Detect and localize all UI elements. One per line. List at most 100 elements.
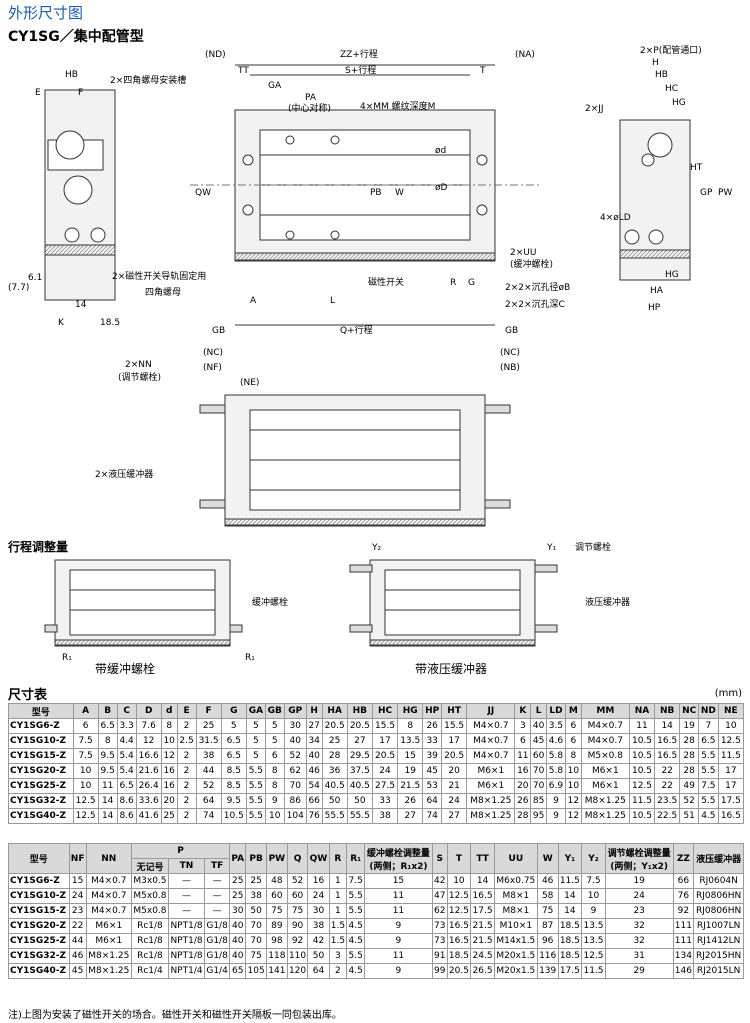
model-cell: CY1SG10-Z (8, 733, 74, 749)
table-cell: 15 (397, 748, 424, 764)
table-cell: 85 (530, 793, 547, 809)
table-header-cell: HP (422, 703, 443, 719)
table-cell: 5.5 (346, 948, 366, 964)
table-cell: 6.5 (698, 733, 719, 749)
table-cell: 51 (679, 808, 700, 824)
table-cell: 66 (672, 873, 695, 889)
table-cell: 5.8 (546, 748, 566, 764)
dim-r1-left: R₁ (62, 653, 72, 663)
table-cell: 1 (328, 903, 348, 919)
model-cell: CY1SG25-Z (8, 933, 70, 949)
table-cell: 141 (266, 963, 288, 979)
table-cell: 7.5 (72, 748, 99, 764)
table-header-cell: ND (698, 703, 719, 719)
table-cell: NPT1/4 (167, 963, 206, 979)
table-header-cell: PW (266, 843, 288, 874)
table-cell: 25 (245, 873, 267, 889)
table-cell: M4×0.7 (85, 888, 132, 904)
table-header-cell: S (431, 843, 448, 874)
table-title: 尺寸表 (8, 688, 48, 703)
table-cell: 26.5 (470, 963, 495, 979)
table-header-cell: F (195, 703, 222, 719)
table-cell: 7.5 (72, 733, 99, 749)
table-cell: 24 (441, 793, 468, 809)
table-cell: 20.5 (321, 718, 348, 734)
table-header-cell: C (116, 703, 137, 719)
table-cell: 24 (604, 888, 674, 904)
table-cell: 70 (245, 918, 267, 934)
table-cell: 40 (229, 933, 247, 949)
table-cell: 4.5 (346, 933, 366, 949)
model-title: CY1SG／集中配管型 (8, 29, 144, 45)
table-cell: 5 (245, 718, 266, 734)
table-cell: 11 (364, 948, 433, 964)
table-cell: 2 (176, 808, 197, 824)
table-header-cell: 型号 (8, 703, 74, 719)
table-cell: 10 (564, 763, 582, 779)
table-header-cell: Y₂ (581, 843, 606, 874)
table-header-cell: NF (68, 843, 87, 874)
table-cell: 98 (266, 933, 288, 949)
table-cell: 2 (176, 793, 197, 809)
adjust-note: (两侧；R₁x2) (369, 861, 428, 872)
table-cell: 1.5 (328, 933, 348, 949)
table-header-cell: A (72, 703, 99, 719)
page-title: 外形尺寸图 (8, 4, 84, 22)
model-cell: CY1SG15-Z (8, 903, 70, 919)
dim-ga: GA (268, 81, 282, 91)
dim-uu-note: (缓冲螺栓) (510, 258, 553, 270)
table-cell: 33 (371, 793, 399, 809)
table-cell: 32 (604, 918, 674, 934)
dim-ld: 4×øLD (600, 213, 631, 223)
dim-c: 2×2×沉孔深C (505, 299, 565, 310)
table-cell: 87 (536, 918, 559, 934)
table-cell: 27 (397, 808, 424, 824)
lbl-bolt: 缓冲螺栓 (252, 596, 288, 608)
table-cell: 19 (604, 873, 674, 889)
table-cell: M10×1 (493, 918, 538, 934)
table-cell: 2 (328, 963, 348, 979)
table-cell: 3.3 (116, 718, 137, 734)
table-header-cell: R (328, 843, 348, 874)
table-cell: 3 (328, 948, 348, 964)
table-cell: 18.5 (557, 918, 583, 934)
table-header-cell: GB (264, 703, 285, 719)
stroke-adjust-left (44, 559, 243, 647)
table-cell: 40 (305, 748, 323, 764)
table-cell: RJ1007LN (693, 918, 744, 934)
dim-nn: 2×NN (125, 360, 152, 370)
table-cell: 5.8 (546, 763, 566, 779)
table-cell: 13.5 (397, 733, 424, 749)
table-cell: 29 (604, 963, 674, 979)
table-cell: 17.5 (557, 963, 583, 979)
table-cell: 15 (364, 873, 433, 889)
table-cell: 27.5 (371, 778, 399, 794)
table-cell: 20 (441, 763, 468, 779)
dim-6-1: 6.1 (28, 273, 42, 283)
table-cell: 32 (604, 933, 674, 949)
model-cell: CY1SG40-Z (8, 963, 70, 979)
table-header-cell: UU (493, 843, 538, 874)
table-cell: 27 (441, 808, 468, 824)
table-cell: 91 (431, 948, 448, 964)
table-header-cell: PA (229, 843, 247, 874)
table-cell: M8×1.25 (85, 963, 132, 979)
table-cell: 29.5 (346, 748, 373, 764)
table-cell: 5 (245, 748, 266, 764)
table-header-cell: GP (283, 703, 307, 719)
table-cell: 22 (654, 778, 681, 794)
dim-q: Q+行程 (340, 324, 373, 336)
table-cell: 48 (266, 873, 288, 889)
table-cell: NPT1/8 (167, 933, 206, 949)
table-cell: 16 (514, 763, 532, 779)
adjust-note: (两侧；Y₁x2) (610, 861, 669, 872)
table-cell: 38 (307, 918, 330, 934)
table-cell: 55.5 (321, 808, 348, 824)
